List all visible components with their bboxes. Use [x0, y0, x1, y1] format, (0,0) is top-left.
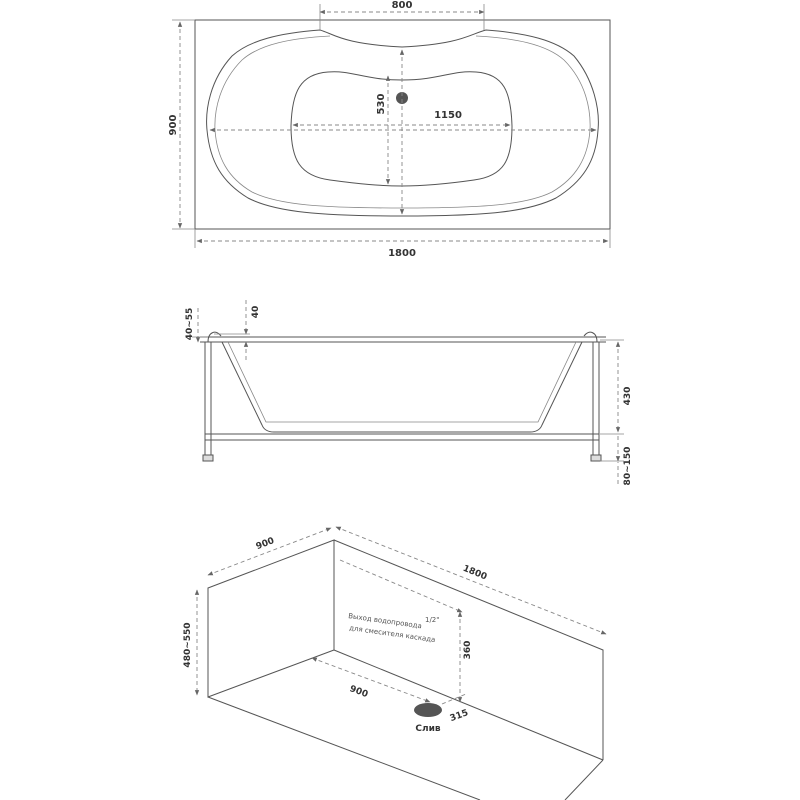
- plan-dim-left: 900: [168, 115, 179, 136]
- section-dim-legs: 80~150: [623, 447, 633, 486]
- plan-view: 800 900 530 1150 1800: [168, 0, 611, 259]
- iso-dim-drain-offset: 900: [348, 684, 369, 700]
- iso-mixer-note-fraction: 1/2": [425, 616, 440, 624]
- iso-dim-height: 480~550: [183, 622, 193, 667]
- iso-dim-drain-size: 315: [449, 708, 470, 724]
- plan-outer-rectangle: [194, 19, 611, 230]
- plan-dim-inner-horizontal: 1150: [434, 110, 462, 121]
- plan-dim-top: 800: [392, 0, 413, 11]
- section-left-foot: [202, 454, 214, 462]
- iso-dim-mixer-height: 360: [463, 641, 473, 660]
- section-view: 40~55 40 430 80~150: [185, 300, 633, 485]
- iso-drain-label: Слив: [415, 724, 441, 734]
- plan-inner-bottom: [290, 71, 513, 187]
- section-dim-wall: 40: [251, 306, 261, 319]
- isometric-view: 900 1800 480~550 360 Выход водопровода 1…: [183, 526, 607, 800]
- iso-mixer-note-line2: для смесителя каскада: [349, 624, 436, 644]
- section-tub-body: [221, 341, 583, 433]
- section-right-foot: [590, 454, 602, 462]
- plan-dim-inner-vertical: 530: [376, 94, 387, 115]
- plan-dim-bottom: 1800: [388, 248, 416, 259]
- iso-drain: [414, 703, 442, 717]
- iso-dim-length: 1800: [461, 564, 488, 583]
- iso-dim-width: 900: [255, 536, 276, 552]
- plan-rim-line: [214, 35, 591, 209]
- section-dim-rim: 40~55: [185, 308, 195, 341]
- plan-bowl-outline: [206, 29, 599, 217]
- section-dim-depth: 430: [623, 387, 633, 406]
- iso-back-wall: [207, 539, 335, 698]
